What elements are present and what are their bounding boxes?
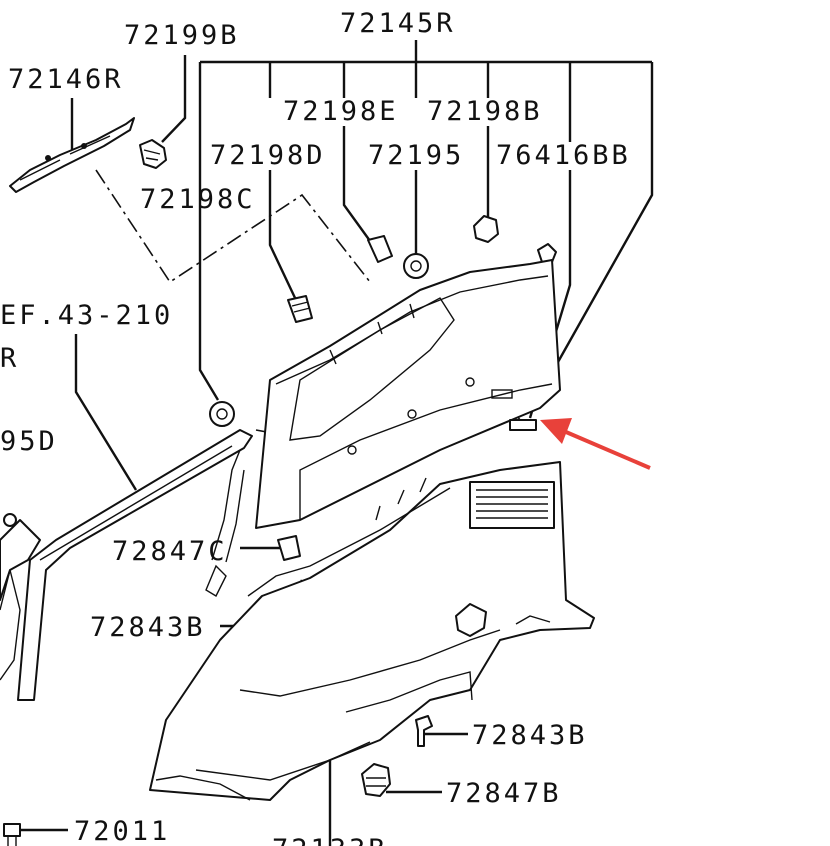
label-72847C: 72847C bbox=[112, 536, 228, 567]
part-72198D-clip bbox=[287, 295, 313, 323]
part-left-cutoff bbox=[0, 513, 41, 681]
label-72198B: 72198B bbox=[427, 96, 543, 127]
label-72198C: 72198C bbox=[140, 184, 256, 215]
label-72843B-lower: 72843B bbox=[472, 720, 588, 751]
label-72145R: 72145R bbox=[340, 8, 456, 39]
label-72146R: 72146R bbox=[8, 64, 124, 95]
label-72195: 72195 bbox=[368, 140, 464, 171]
part-pillar-trim bbox=[17, 429, 253, 701]
label-72198D: 72198D bbox=[210, 140, 326, 171]
indicator-arrow bbox=[540, 418, 651, 470]
part-72145R-upper-trim-panel bbox=[255, 259, 561, 529]
part-clip-right-top bbox=[537, 243, 557, 263]
part-72847C-clip bbox=[277, 535, 301, 561]
label-72011: 72011 bbox=[74, 816, 170, 846]
part-72198B-clip bbox=[473, 215, 499, 243]
part-72195-grommet bbox=[403, 253, 429, 279]
part-72198E-clip bbox=[367, 235, 393, 263]
part-72198C-grommet bbox=[209, 401, 235, 427]
label-r-cut: R bbox=[0, 343, 19, 374]
leader-lines bbox=[18, 55, 572, 846]
part-72843B-screw-lower bbox=[415, 715, 433, 747]
part-lower-trim-panel bbox=[149, 461, 595, 801]
label-72198E: 72198E bbox=[283, 96, 399, 127]
part-72847B-clip bbox=[361, 763, 391, 797]
label-72847B: 72847B bbox=[446, 778, 562, 809]
label-72133B: 72133B bbox=[272, 834, 388, 846]
part-72146R-rail bbox=[9, 117, 135, 193]
leader-bracket-72145R bbox=[198, 40, 654, 401]
label-ref-43-210: EF.43-210 bbox=[0, 300, 173, 331]
part-72199B-clip bbox=[139, 139, 167, 169]
label-72199B: 72199B bbox=[124, 20, 240, 51]
label-72843B-upper: 72843B bbox=[90, 612, 206, 643]
label-76416BB: 76416BB bbox=[496, 140, 631, 171]
part-72011-screw bbox=[3, 823, 21, 846]
label-95D-cut: 95D bbox=[0, 426, 58, 457]
